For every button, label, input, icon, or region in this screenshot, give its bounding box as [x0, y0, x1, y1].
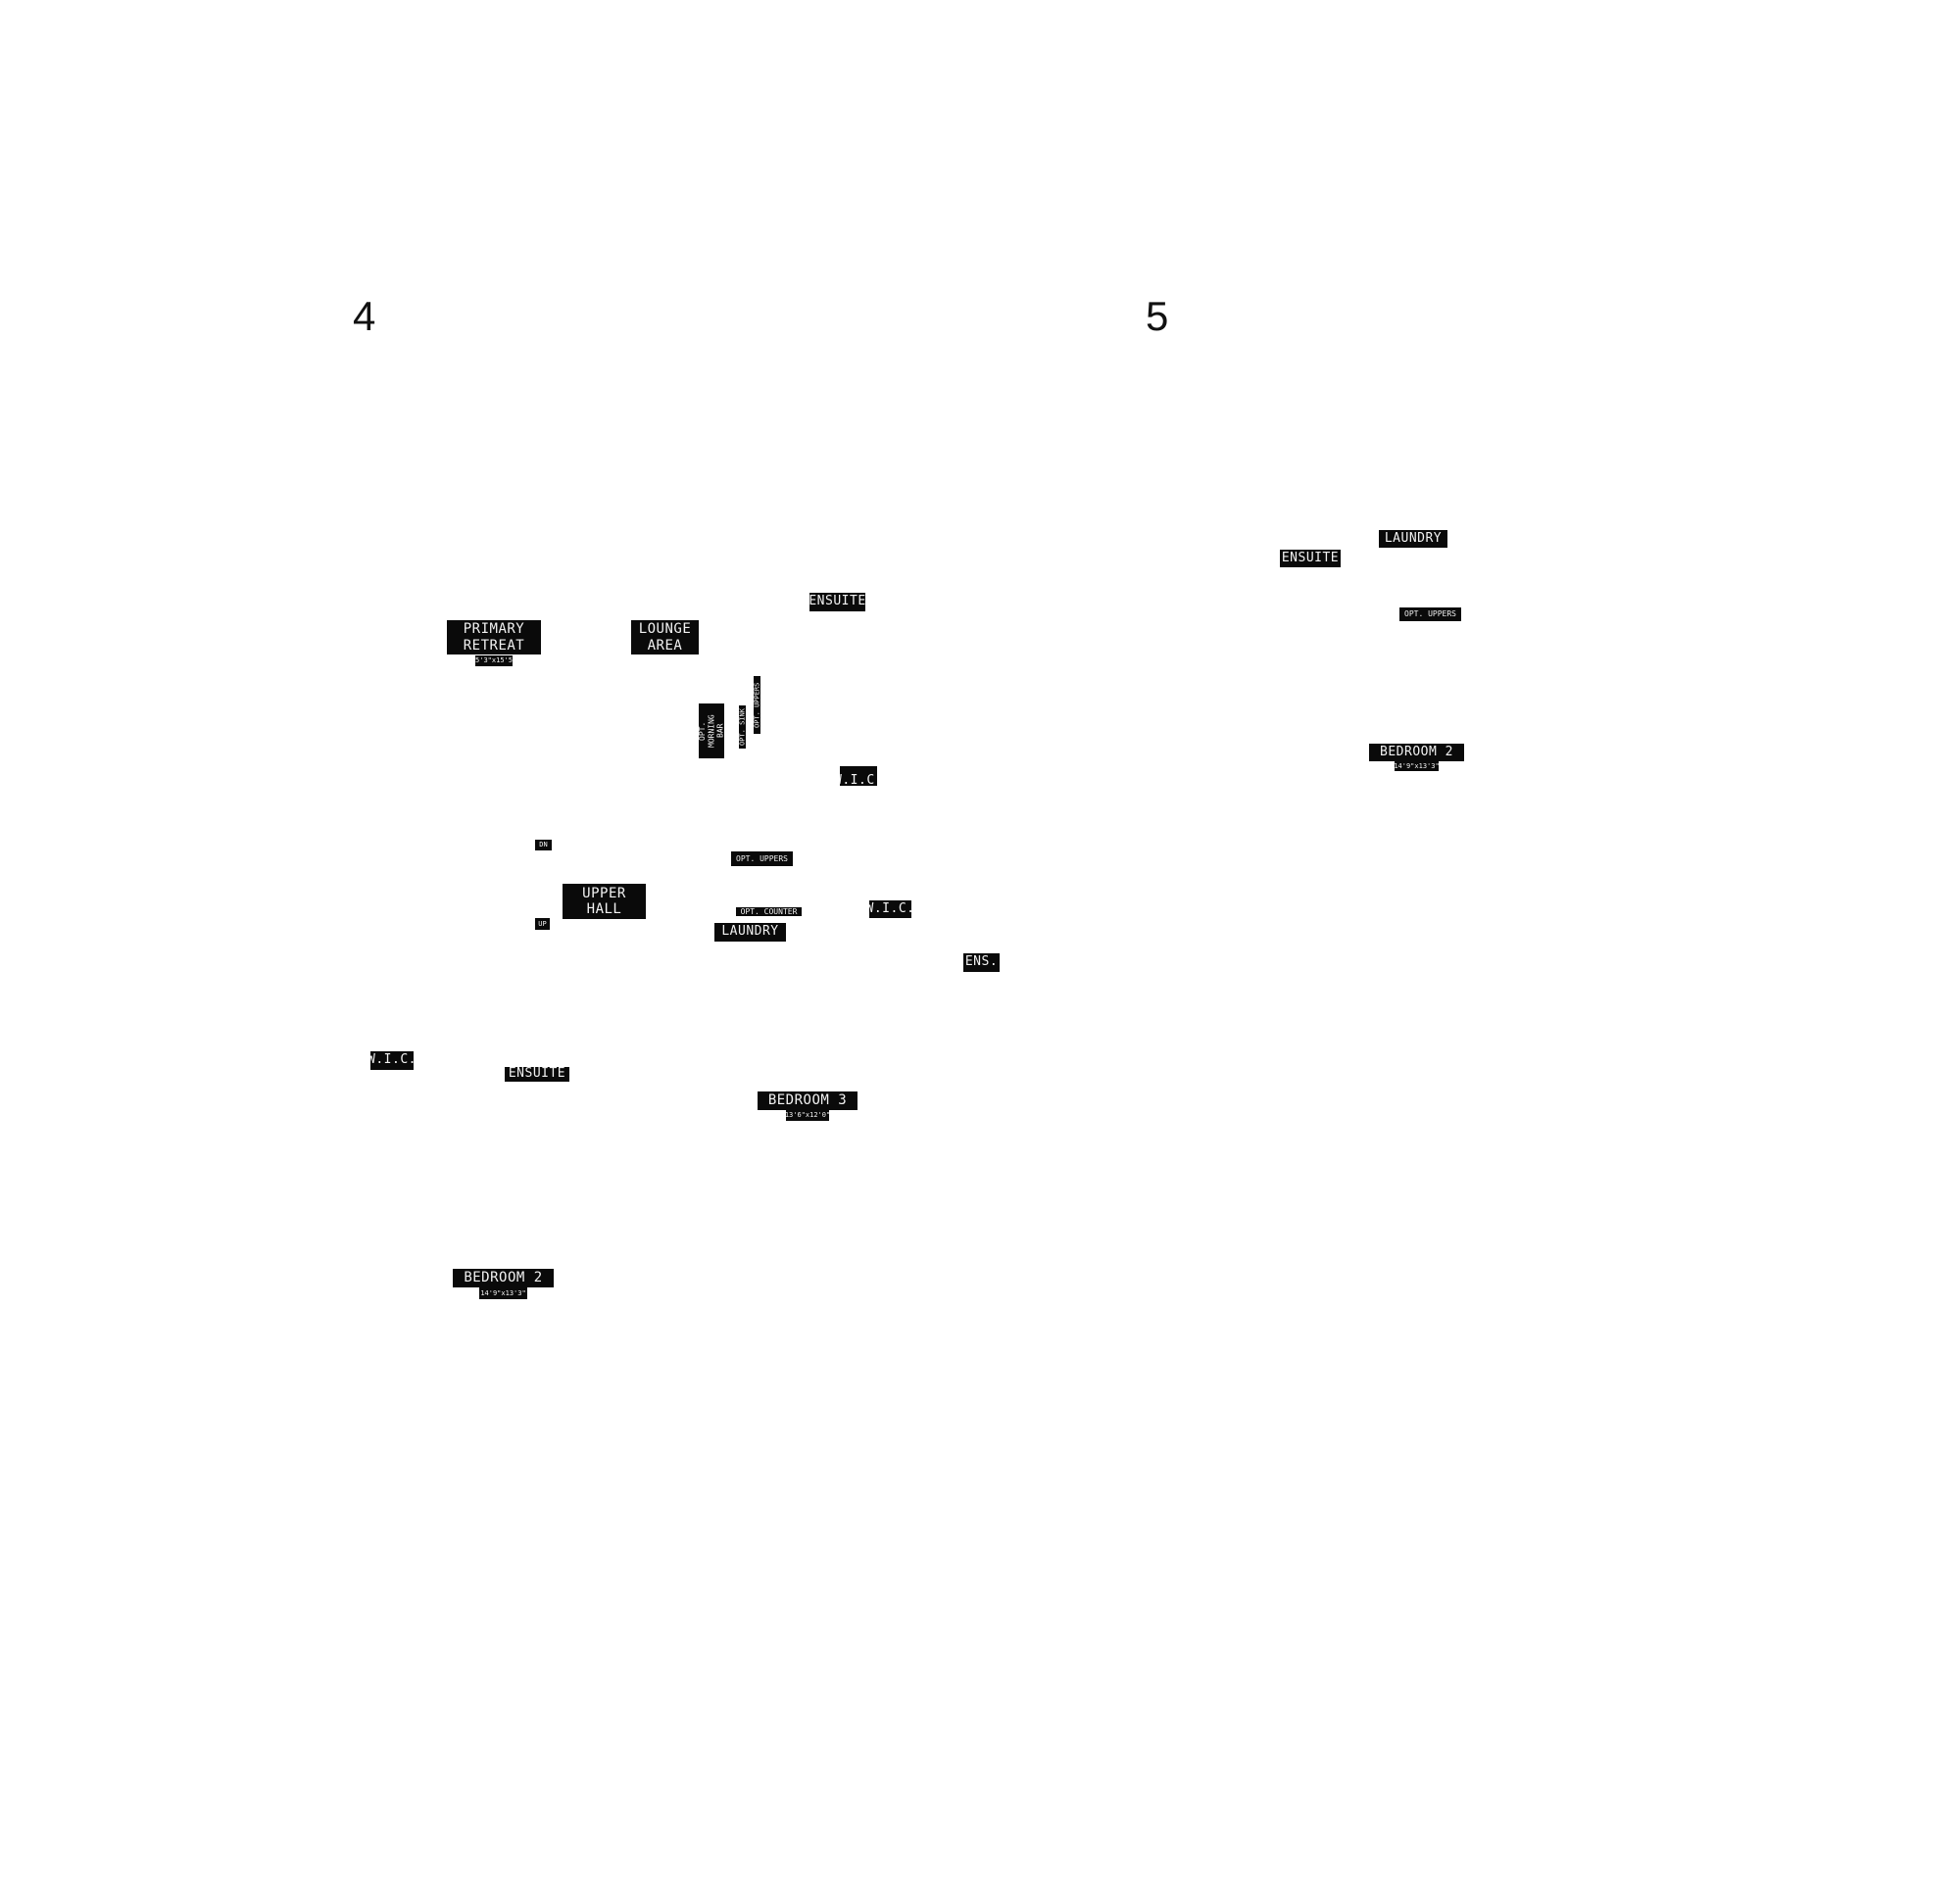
label-opt-uppers: OPT. UPPERS — [731, 851, 793, 866]
label-opt-sink: OPT. SINK — [739, 705, 746, 749]
room-label-laundry: LAUNDRY — [1379, 530, 1447, 548]
room-label-upper-hall: UPPER HALL — [563, 884, 646, 919]
room-label-ensuite: ENSUITE — [1280, 550, 1341, 567]
label-opt-uppers: OPT. UPPERS — [1399, 607, 1461, 621]
room-dims-bedroom-3: 13'6"x12'0" — [786, 1110, 829, 1121]
room-dims-primary-retreat: 15'3"x15'5" — [475, 655, 513, 666]
room-label-bedroom-3: BEDROOM 3 — [758, 1091, 858, 1110]
stair-label-dn: DN — [535, 840, 552, 850]
room-dims-bedroom-2: 14'9"x13'3" — [1395, 761, 1439, 771]
room-dims-bedroom-2: 14'9"x13'3" — [479, 1287, 527, 1299]
plan-number-5: 5 — [1146, 293, 1169, 339]
label-opt-morning-bar: OPT. MORNING BAR — [699, 703, 724, 758]
label-opt-uppers-vertical: OPT. UPPERS — [754, 676, 760, 734]
room-label-ensuite-left: ENSUITE — [505, 1067, 569, 1082]
room-label-ensuite: ENSUITE — [809, 593, 865, 611]
label-opt-counter: OPT. COUNTER — [736, 907, 802, 916]
room-label-wic-left: W.I.C. — [370, 1051, 414, 1070]
room-label-lounge-area: LOUNGE AREA — [631, 620, 699, 654]
room-label-bedroom-2: BEDROOM 2 — [1369, 744, 1464, 761]
room-label-wic-mid: W.I.C. — [869, 900, 911, 918]
room-label-ens: ENS. — [963, 953, 1000, 972]
stair-label-up: UP — [535, 918, 550, 930]
room-label-laundry: LAUNDRY — [714, 923, 786, 942]
room-label-primary-retreat: PRIMARY RETREAT — [447, 620, 541, 654]
room-label-wic-top: W.I.C. — [840, 766, 877, 786]
plan-number-4: 4 — [353, 293, 376, 339]
room-label-bedroom-2: BEDROOM 2 — [453, 1269, 554, 1287]
